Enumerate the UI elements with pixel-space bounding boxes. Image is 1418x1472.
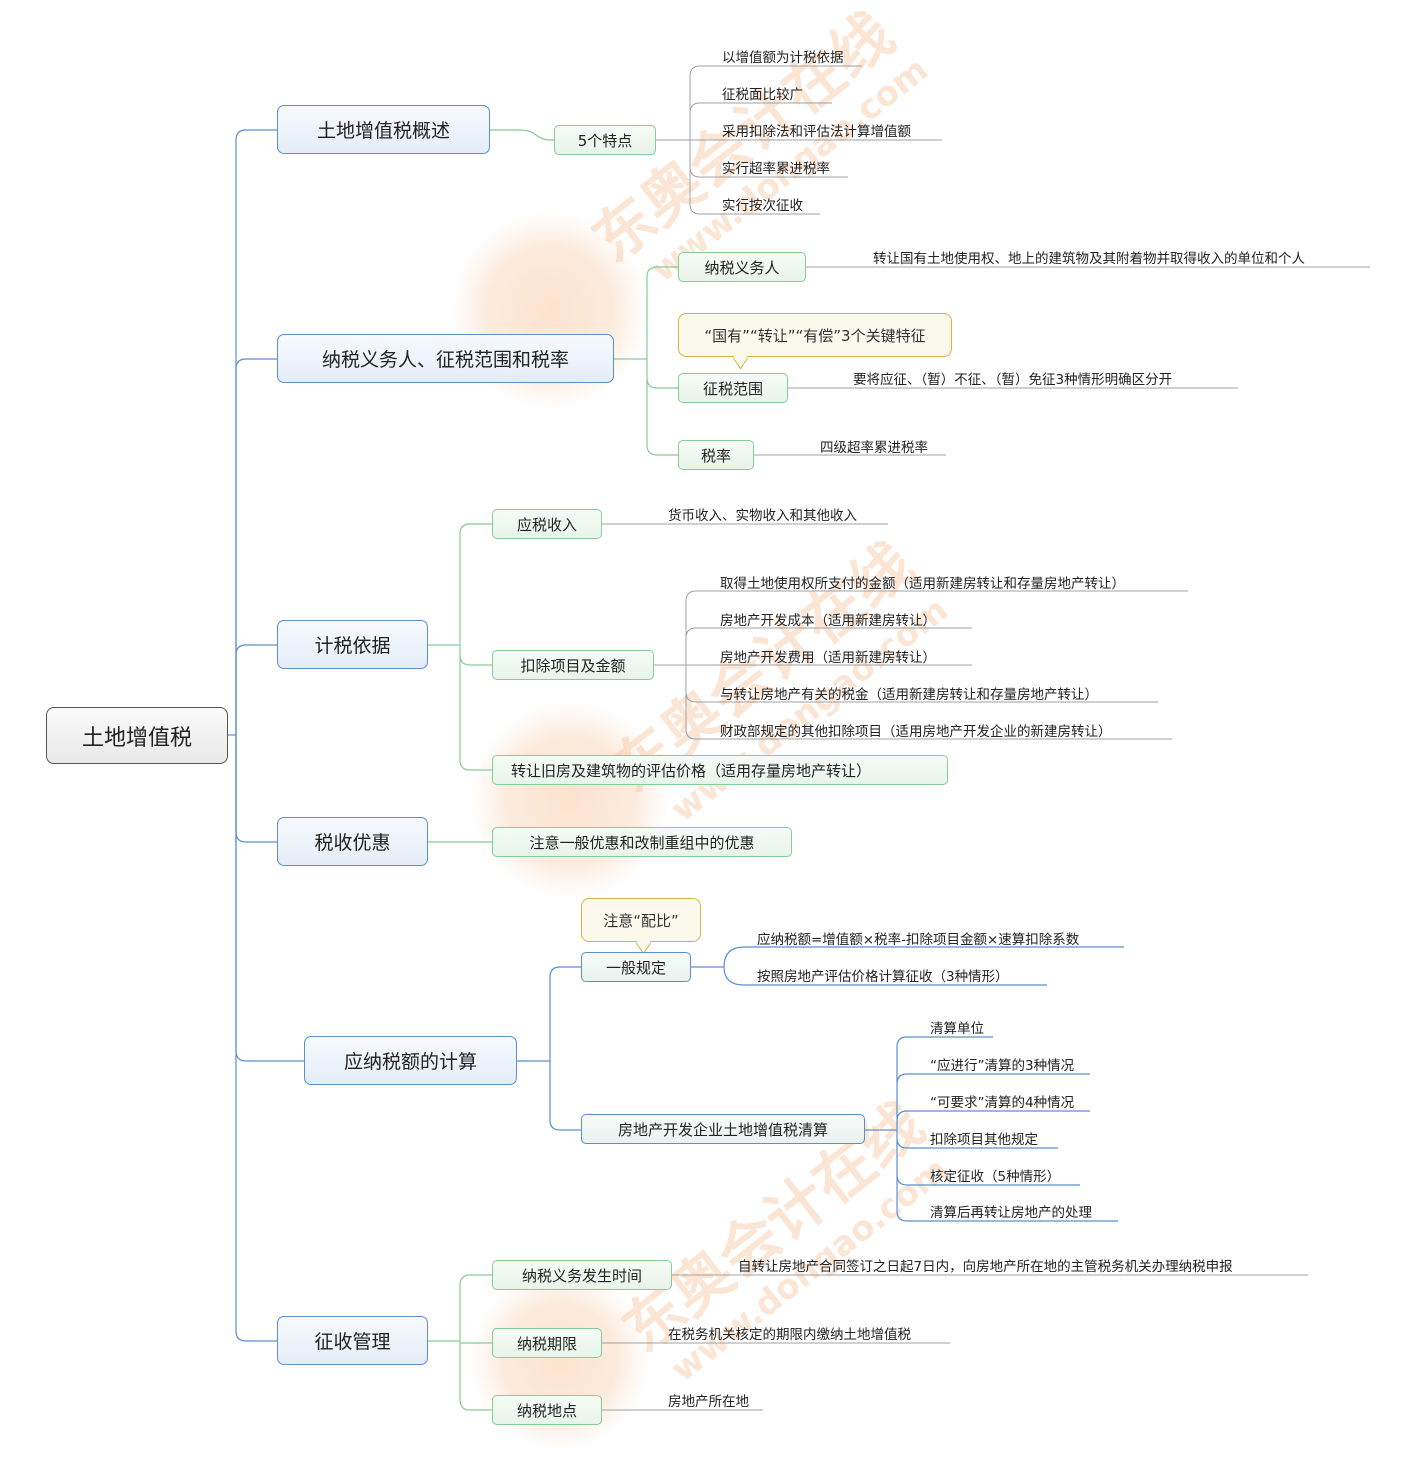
general-rule-item: 应纳税额=增值额×税率-扣除项目金额×速算扣除系数 xyxy=(757,932,1080,948)
settlement-item: “应进行”清算的3种情况 xyxy=(930,1058,1075,1074)
subtopic-tax-place[interactable]: 纳税地点 xyxy=(492,1395,602,1425)
subtopic-taxable-income[interactable]: 应税收入 xyxy=(492,509,602,539)
taxpayer-detail: 转让国有土地使用权、地上的建筑物及其附着物并取得收入的单位和个人 xyxy=(873,251,1305,267)
callout-key-features: “国有”“转让”“有偿”3个关键特征 xyxy=(678,313,952,357)
settlement-item: 清算后再转让房地产的处理 xyxy=(930,1205,1092,1221)
settlement-item: 清算单位 xyxy=(930,1021,984,1037)
topic-collection-admin[interactable]: 征收管理 xyxy=(277,1316,428,1365)
settlement-item: 核定征收（5种情形） xyxy=(930,1169,1061,1185)
subtopic-taxpayer[interactable]: 纳税义务人 xyxy=(678,252,806,282)
feature-item: 实行按次征收 xyxy=(722,198,803,214)
subtopic-tax-period[interactable]: 纳税期限 xyxy=(492,1328,602,1358)
root-topic[interactable]: 土地增值税 xyxy=(46,707,228,764)
subtopic-rate[interactable]: 税率 xyxy=(678,440,754,470)
feature-item: 采用扣除法和评估法计算增值额 xyxy=(722,124,911,140)
subtopic-old-house-valuation[interactable]: 转让旧房及建筑物的评估价格（适用存量房地产转让） xyxy=(492,755,948,785)
topic-tax-basis[interactable]: 计税依据 xyxy=(277,620,428,669)
deduction-item: 财政部规定的其他扣除项目（适用房地产开发企业的新建房转让） xyxy=(720,724,1112,740)
topic-overview[interactable]: 土地增值税概述 xyxy=(277,105,490,154)
subtopic-scope[interactable]: 征税范围 xyxy=(678,373,788,403)
subtopic-obligation-time[interactable]: 纳税义务发生时间 xyxy=(492,1260,672,1290)
subtopic-deductions[interactable]: 扣除项目及金额 xyxy=(492,650,654,680)
obligation-time-detail: 自转让房地产合同签订之日起7日内，向房地产所在地的主管税务机关办理纳税申报 xyxy=(738,1259,1233,1275)
deduction-item: 取得土地使用权所支付的金额（适用新建房转让和存量房地产转让） xyxy=(720,576,1125,592)
feature-item: 实行超率累进税率 xyxy=(722,161,830,177)
subtopic-preferential-note[interactable]: 注意一般优惠和改制重组中的优惠 xyxy=(492,827,792,857)
feature-item: 以增值额为计税依据 xyxy=(722,50,844,66)
subtopic-settlement[interactable]: 房地产开发企业土地增值税清算 xyxy=(581,1114,865,1144)
feature-item: 征税面比较广 xyxy=(722,87,803,103)
scope-detail: 要将应征、（暂）不征、（暂）免征3种情形明确区分开 xyxy=(853,372,1173,388)
settlement-item: 扣除项目其他规定 xyxy=(930,1132,1038,1148)
callout-matching: 注意“配比” xyxy=(581,898,701,942)
general-rule-item: 按照房地产评估价格计算征收（3种情形） xyxy=(757,969,1009,985)
deduction-item: 房地产开发成本（适用新建房转让） xyxy=(720,613,936,629)
settlement-item: “可要求”清算的4种情况 xyxy=(930,1095,1075,1111)
topic-tax-calculation[interactable]: 应纳税额的计算 xyxy=(304,1036,517,1085)
income-detail: 货币收入、实物收入和其他收入 xyxy=(668,508,857,524)
deduction-item: 与转让房地产有关的税金（适用新建房转让和存量房地产转让） xyxy=(720,687,1098,703)
subtopic-general-rules[interactable]: 一般规定 xyxy=(581,952,691,982)
topic-taxpayer-scope-rate[interactable]: 纳税义务人、征税范围和税率 xyxy=(277,334,614,383)
topic-preferential[interactable]: 税收优惠 xyxy=(277,817,428,866)
subtopic-five-features[interactable]: 5个特点 xyxy=(554,125,656,155)
tax-place-detail: 房地产所在地 xyxy=(668,1394,749,1410)
tax-period-detail: 在税务机关核定的期限内缴纳土地增值税 xyxy=(668,1327,911,1343)
deduction-item: 房地产开发费用（适用新建房转让） xyxy=(720,650,936,666)
rate-detail: 四级超率累进税率 xyxy=(820,440,928,456)
